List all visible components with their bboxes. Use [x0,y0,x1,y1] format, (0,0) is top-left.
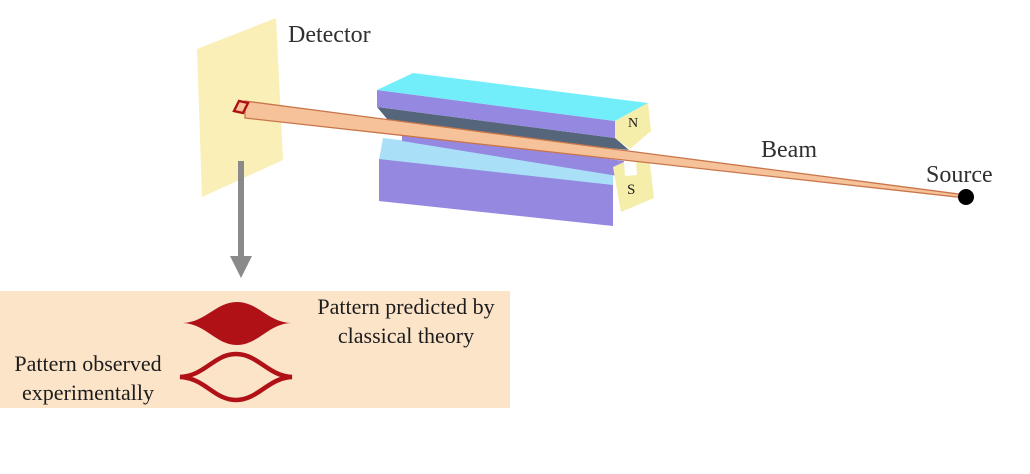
magnet-south-pole-face [613,157,654,212]
magnet-north-top-face [377,73,648,121]
magnet-north: N [377,73,651,150]
observed-pattern-shape [179,351,293,403]
magnet-north-front-face [377,90,615,138]
detector-label: Detector [288,22,371,48]
classical-pattern-label: Pattern predicted by classical theory [297,292,515,350]
source-dot-icon [958,189,974,205]
observed-pattern-label: Pattern observed experimentally [0,349,176,407]
south-pole-label: S [627,182,635,198]
magnet-north-wedge-face [377,107,629,150]
north-pole-label: N [628,116,638,131]
classical-pattern-shape [183,302,291,345]
magnet-south: S [379,131,654,226]
magnet-north-pole-face [615,103,651,149]
magnet-south-groove-wall [402,131,624,177]
source-label: Source [926,162,993,188]
magnet-south-front-face [379,159,613,226]
observed-pattern-label-line1: Pattern observed [14,351,162,376]
observed-pattern-label-line2: experimentally [22,380,154,405]
magnet-south-top-face [379,138,613,186]
beam-spot-icon [232,99,250,115]
classical-pattern-label-line1: Pattern predicted by [317,294,495,319]
classical-pattern-label-line2: classical theory [337,323,475,348]
down-arrow-icon [230,161,252,278]
beam-label: Beam [761,137,817,163]
